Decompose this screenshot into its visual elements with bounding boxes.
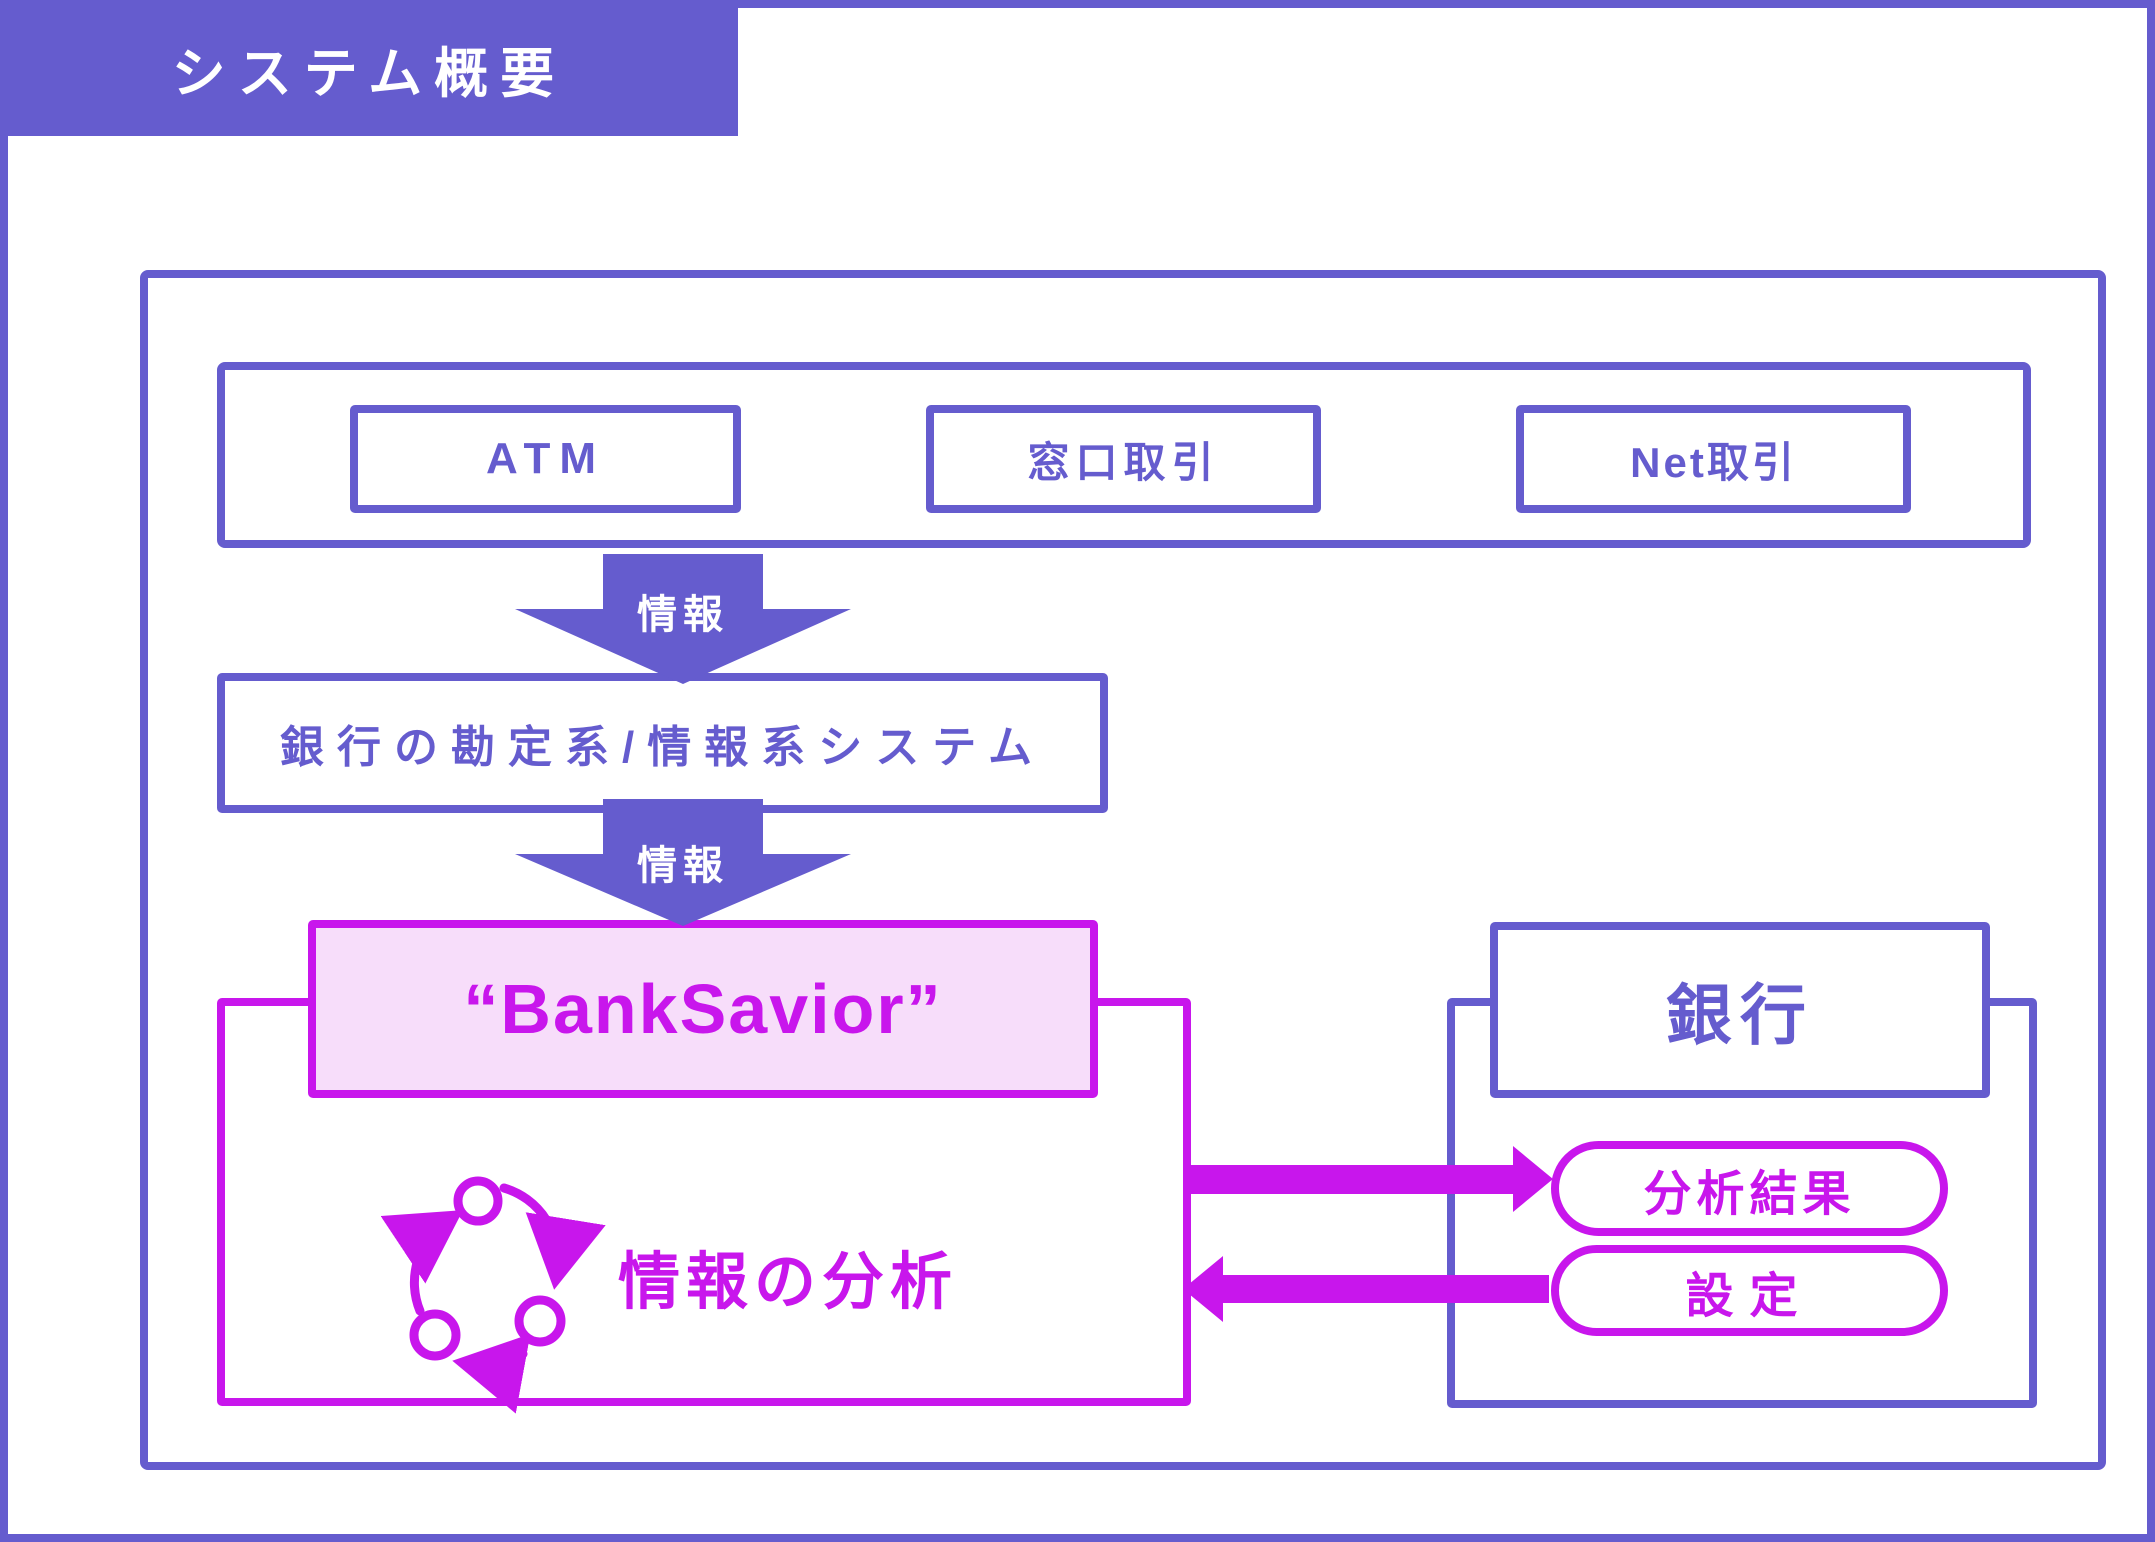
channel-label-net: Net取引 [1630,438,1797,486]
channel-label-atm: ATM [485,434,606,483]
bank-system-label: 銀行の勘定系/情報系システム [280,723,1045,772]
channel-box-atm: ATM [350,405,741,513]
banksavior-title: “BankSavior” [463,970,943,1048]
banksavior-title-box: “BankSavior” [308,920,1098,1098]
channel-box-net: Net取引 [1516,405,1911,513]
info-arrow-1-label: 情報 [637,593,729,637]
bank-system-box: 銀行の勘定系/情報系システム [217,673,1108,813]
channel-box-counter: 窓口取引 [926,405,1321,513]
main-container [140,270,2106,1470]
channel-label-counter: 窓口取引 [1027,438,1220,486]
analysis-result-pill: 分析結果 [1551,1141,1948,1236]
settings-label: 設定 [1685,1269,1814,1323]
bank-title-box: 銀行 [1490,922,1990,1098]
title-banner: システム概要 [8,8,738,136]
info-arrow-2-label: 情報 [637,844,729,888]
bank-title: 銀行 [1666,978,1814,1052]
analysis-label: 情報の分析 [617,1248,958,1317]
settings-pill: 設定 [1551,1245,1948,1336]
page-title: システム概要 [171,43,567,104]
analysis-result-label: 分析結果 [1643,1167,1856,1221]
